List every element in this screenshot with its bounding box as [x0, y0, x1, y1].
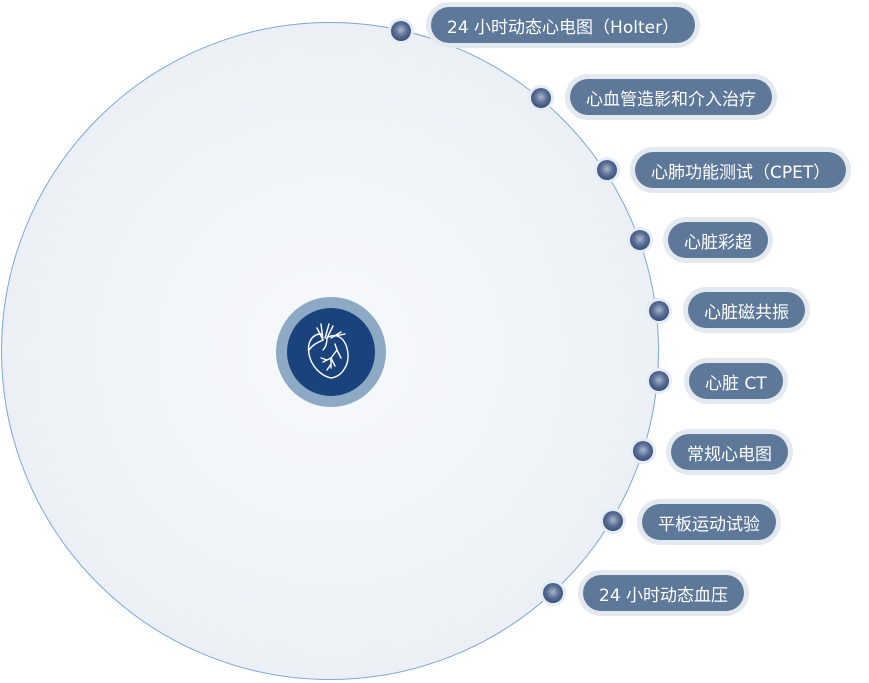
item-label: 平板运动试验: [642, 504, 776, 540]
node-dot: [649, 301, 669, 321]
item-label: 心脏彩超: [668, 222, 768, 258]
item-label: 24 小时动态心电图（Holter）: [431, 7, 696, 43]
item-treadmill[interactable]: 平板运动试验: [637, 499, 781, 545]
node-dot: [633, 441, 653, 461]
item-label: 心脏磁共振: [688, 292, 805, 328]
node-dot: [603, 511, 623, 531]
center-core: [287, 308, 375, 396]
item-label: 24 小时动态血压: [583, 575, 745, 611]
node-dot: [543, 583, 563, 603]
node-dot: [649, 371, 669, 391]
item-holter[interactable]: 24 小时动态心电图（Holter）: [426, 2, 701, 48]
node-dot: [597, 160, 617, 180]
item-ecg[interactable]: 常规心电图: [666, 429, 793, 475]
item-label: 心脏 CT: [689, 363, 783, 399]
item-echo[interactable]: 心脏彩超: [663, 217, 773, 263]
node-dot: [630, 230, 650, 250]
item-angiography[interactable]: 心血管造影和介入治疗: [565, 74, 777, 120]
node-dot: [531, 88, 551, 108]
item-cpet[interactable]: 心肺功能测试（CPET）: [630, 147, 852, 193]
item-abpm[interactable]: 24 小时动态血压: [578, 570, 750, 616]
item-mri[interactable]: 心脏磁共振: [683, 287, 810, 333]
item-label: 心血管造影和介入治疗: [570, 79, 772, 115]
node-dot: [391, 21, 411, 41]
item-label: 心肺功能测试（CPET）: [635, 152, 847, 188]
heart-icon: [307, 323, 349, 379]
item-ct[interactable]: 心脏 CT: [684, 358, 788, 404]
center-badge: [276, 297, 386, 407]
item-label: 常规心电图: [671, 434, 788, 470]
